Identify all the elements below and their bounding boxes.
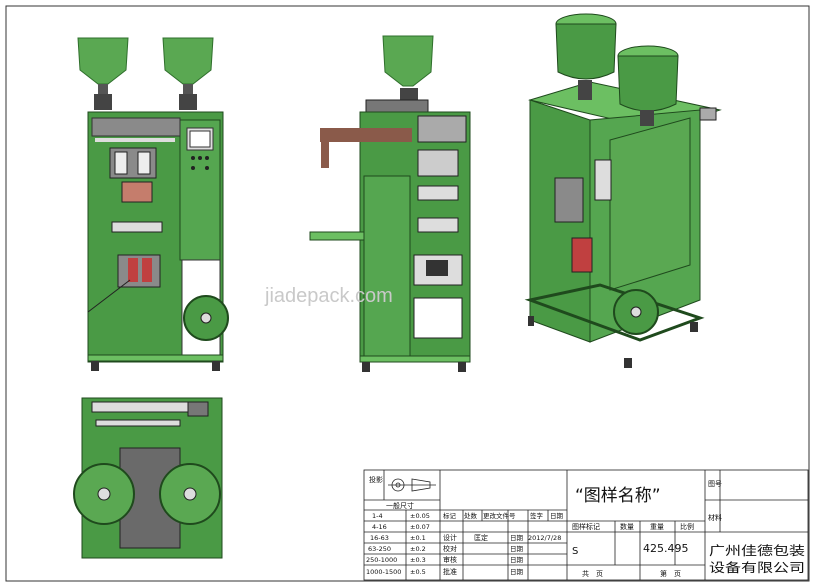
sign-date: 2012/7/28 [528, 534, 561, 542]
side-view [309, 35, 471, 372]
title-block-text: 投影 一般尺寸 1-4 ±0.05 4-16 ±0.07 16-63 ±0.1 … [366, 475, 805, 578]
total-pages-label: 共 页 [582, 569, 603, 578]
tol-range: 4-16 [372, 523, 387, 531]
stage-label: 图样标记 [572, 522, 600, 531]
watermark-text: jiadepack.com [264, 285, 393, 307]
projection-label: 投影 [369, 475, 383, 484]
tol-value: ±0.1 [410, 534, 426, 542]
scale-label: 比例 [680, 522, 694, 531]
tol-range: 250-1000 [366, 556, 397, 564]
tol-value: ±0.05 [410, 512, 430, 520]
top-view [73, 397, 223, 559]
isometric-view [524, 13, 722, 368]
rev-header: 日期 [550, 512, 564, 520]
company-line-2: 设备有限公司 [709, 560, 805, 575]
tol-value: ±0.2 [410, 545, 426, 553]
tol-range: 1-4 [372, 512, 383, 520]
sign-date-label: 日期 [510, 534, 524, 542]
tolerance-header: 一般尺寸 [386, 501, 414, 510]
sign-role: 校对 [443, 544, 457, 553]
sign-role: 设计 [443, 533, 457, 542]
title-block [363, 469, 809, 581]
qty-label: 数量 [620, 522, 634, 531]
sheet-border [5, 5, 810, 582]
sign-date-label: 日期 [510, 545, 524, 553]
tol-range: 16-63 [370, 534, 389, 542]
tol-value: ±0.5 [410, 568, 426, 576]
hopper-right [162, 37, 214, 110]
rev-header: 标记 [443, 511, 457, 520]
drawing-name: “图样名称” [575, 486, 661, 506]
weight-value: 425.495 [643, 542, 689, 555]
tol-value: ±0.3 [410, 556, 426, 564]
rev-header: 签字 [530, 511, 544, 520]
material-label: 材料 [708, 513, 722, 522]
tol-range: 63-250 [368, 545, 391, 553]
tol-range: 1000-1500 [366, 568, 401, 576]
sign-date-label: 日期 [510, 568, 524, 576]
sign-name: 匡定 [474, 533, 488, 542]
hopper-left [77, 37, 129, 110]
rev-header: 处数 [464, 511, 478, 520]
projection-symbol-icon [388, 478, 436, 492]
weight-label: 重量 [650, 523, 664, 531]
sign-role: 批准 [443, 567, 457, 576]
page-label: 第 页 [660, 569, 681, 578]
iso-hopper-2 [617, 45, 679, 126]
rev-header: 更改文件号 [483, 511, 516, 520]
stage-value: S [572, 546, 578, 557]
company-name: 广州佳德包装 [709, 543, 805, 558]
iso-hopper-1 [555, 13, 617, 100]
sign-date-label: 日期 [510, 556, 524, 564]
tol-value: ±0.07 [410, 523, 430, 531]
front-view [77, 37, 229, 371]
sign-role: 审核 [443, 555, 457, 564]
company-name-line2: 设备有限公司 [709, 560, 805, 575]
drawing-no-label: 图号 [708, 480, 722, 488]
company-line-1: 广州佳德包装 [709, 543, 805, 558]
